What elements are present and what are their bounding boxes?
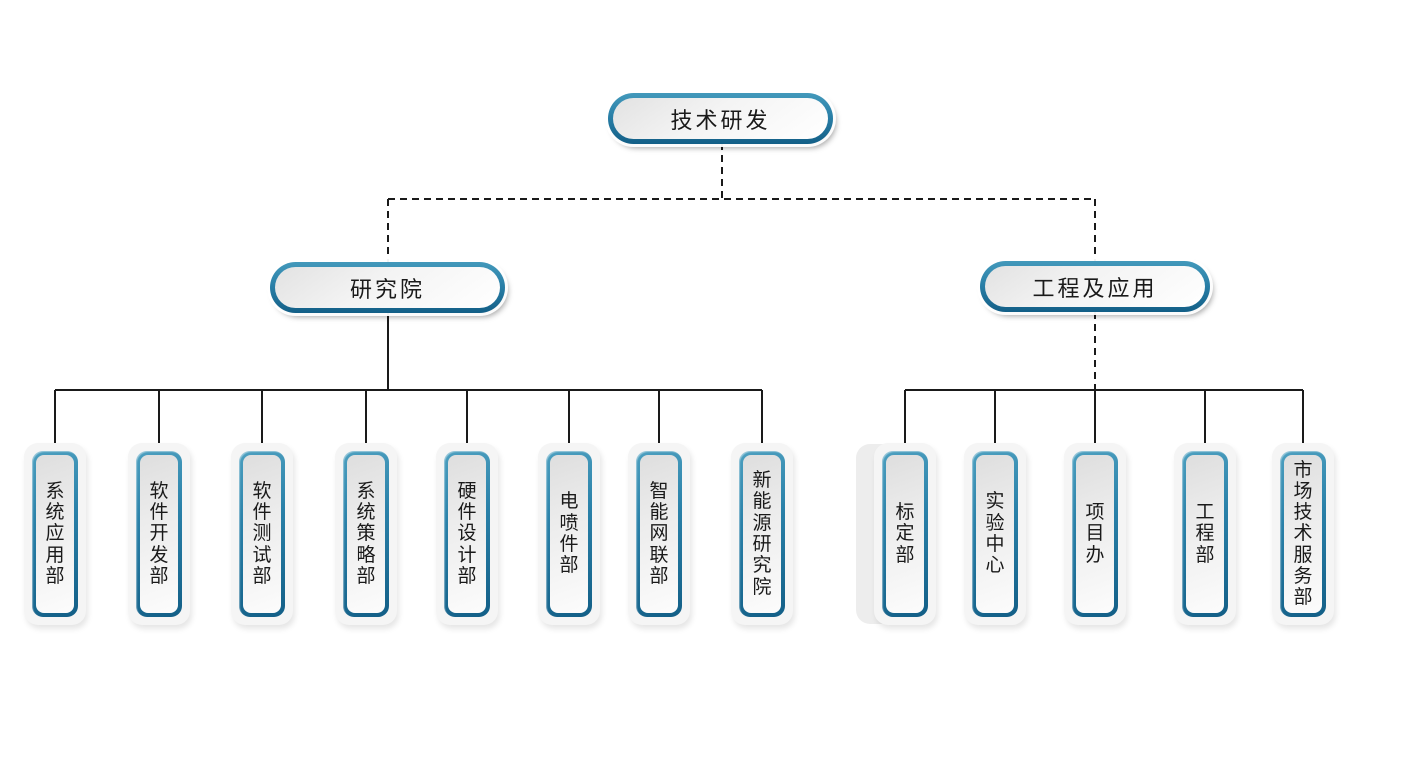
leaf-node-hardware-design-dept[interactable]: 硬件设计部 [436,443,498,625]
branch-node-label: 工程及应用 [985,266,1205,307]
leaf-fill: 实验中心 [976,455,1014,613]
leaf-border: 智能网联部 [636,451,682,617]
leaf-node-efi-components-dept[interactable]: 电喷件部 [538,443,600,625]
leaf-fill: 标定部 [886,455,924,613]
leaf-label: 新能源研究院 [752,469,772,598]
leaf-node-system-application-dept[interactable]: 系统应用部 [24,443,86,625]
leaf-fill: 系统策略部 [347,455,385,613]
leaf-node-market-technical-service-dept[interactable]: 市场技术服务部 [1272,443,1334,625]
leaf-border: 工程部 [1182,451,1228,617]
leaf-border: 电喷件部 [546,451,592,617]
leaf-fill: 新能源研究院 [743,455,781,613]
branch-node-label: 研究院 [275,267,500,308]
leaf-node-engineering-dept[interactable]: 工程部 [1174,443,1236,625]
leaf-border: 硬件设计部 [444,451,490,617]
leaf-node-calibration-dept[interactable]: 标定部 [874,443,936,625]
leaf-fill: 软件开发部 [140,455,178,613]
leaf-fill: 硬件设计部 [448,455,486,613]
leaf-border: 软件测试部 [239,451,285,617]
leaf-fill: 系统应用部 [36,455,74,613]
leaf-fill: 软件测试部 [243,455,281,613]
leaf-border: 实验中心 [972,451,1018,617]
leaf-fill: 电喷件部 [550,455,588,613]
leaf-label: 系统应用部 [45,479,65,587]
leaf-border: 系统策略部 [343,451,389,617]
leaf-label: 市场技术服务部 [1293,458,1313,609]
root-node-tech-rnd[interactable]: 技术研发 [608,93,833,144]
leaf-border: 新能源研究院 [739,451,785,617]
leaf-node-software-testing-dept[interactable]: 软件测试部 [231,443,293,625]
leaf-fill: 项目办 [1076,455,1114,613]
leaf-label: 标定部 [895,501,915,566]
leaf-node-intelligent-connectivity-dept[interactable]: 智能网联部 [628,443,690,625]
leaf-node-experiment-center[interactable]: 实验中心 [964,443,1026,625]
leaf-label: 实验中心 [985,490,1005,577]
leaf-label: 工程部 [1195,501,1215,566]
leaf-label: 硬件设计部 [457,479,477,587]
leaf-node-software-development-dept[interactable]: 软件开发部 [128,443,190,625]
leaf-label: 智能网联部 [649,479,669,587]
leaf-node-system-strategy-dept[interactable]: 系统策略部 [335,443,397,625]
leaf-node-project-office[interactable]: 项目办 [1064,443,1126,625]
leaf-border: 市场技术服务部 [1280,451,1326,617]
leaf-border: 项目办 [1072,451,1118,617]
leaf-label: 项目办 [1085,501,1105,566]
leaf-fill: 市场技术服务部 [1284,455,1322,613]
root-node-label: 技术研发 [613,98,828,139]
leaf-node-new-energy-research-institute[interactable]: 新能源研究院 [731,443,793,625]
leaf-label: 软件开发部 [149,479,169,587]
branch-node-engineering-application[interactable]: 工程及应用 [980,261,1210,312]
leaf-label: 软件测试部 [252,479,272,587]
leaf-border: 标定部 [882,451,928,617]
leaf-label: 电喷件部 [559,490,579,577]
leaf-fill: 智能网联部 [640,455,678,613]
leaf-border: 软件开发部 [136,451,182,617]
leaf-fill: 工程部 [1186,455,1224,613]
leaf-border: 系统应用部 [32,451,78,617]
leaf-label: 系统策略部 [356,479,376,587]
branch-node-research-institute[interactable]: 研究院 [270,262,505,313]
